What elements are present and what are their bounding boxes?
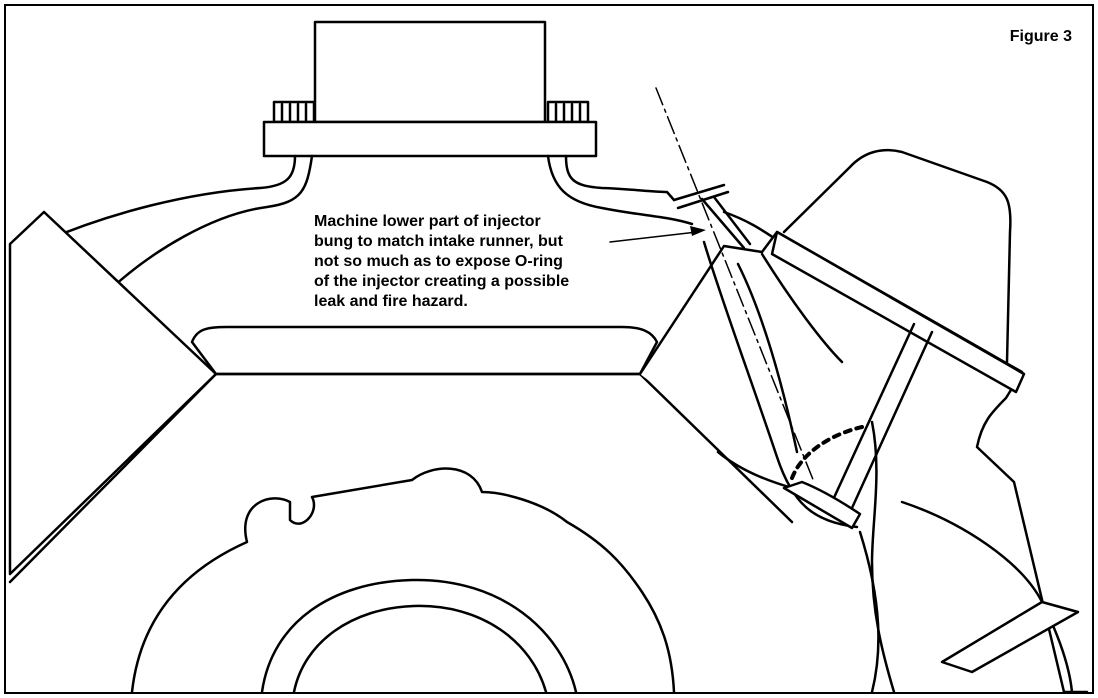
crank-bore-outer: [260, 578, 578, 692]
flange-plate: [262, 120, 598, 158]
injector-callout: Machine lower part of injector bung to m…: [314, 212, 684, 312]
valve-stem-b: [850, 330, 934, 510]
leader-arrowhead: [690, 226, 706, 236]
callout-line: leak and fire hazard.: [314, 293, 468, 310]
injector-bung: [672, 183, 752, 250]
figure-frame: Figure 3 Machine lower part of injector …: [4, 4, 1094, 694]
valve-head: [782, 480, 862, 530]
plenum-inner-wall: [112, 154, 694, 288]
left-head-block: [8, 210, 218, 576]
crank-bore-inner: [292, 604, 548, 692]
exhaust-flange: [940, 600, 1080, 674]
left-bolt: [272, 100, 316, 124]
chamber-curve-1: [870, 420, 896, 692]
plenum-outline: [40, 154, 776, 244]
chamber-curve-2: [900, 500, 1044, 604]
lifter-valley: [190, 325, 659, 376]
right-bolt: [546, 100, 590, 124]
valve-cover-gasket: [770, 230, 1026, 394]
spray-pattern-arc: [790, 425, 864, 480]
intake-runner-top: [760, 252, 844, 364]
callout-line: of the injector creating a possible: [314, 273, 570, 290]
injector-centerline: [655, 87, 815, 483]
figure-label: Figure 3: [1009, 28, 1072, 45]
crankcase-outline: [130, 467, 676, 692]
engine-cross-section-drawing: [8, 20, 1089, 692]
valve-cover: [782, 148, 1012, 364]
intake-runner-floor: [716, 450, 794, 490]
port-wall: [702, 240, 859, 529]
callout-line: Machine lower part of injector: [314, 213, 541, 230]
leader-line: [609, 231, 698, 243]
valve-stem-a: [830, 322, 916, 504]
throttle-body: [313, 20, 547, 124]
callout-line: not so much as to expose O-ring: [314, 253, 563, 270]
callout-line: bung to match intake runner, but: [314, 233, 563, 250]
chamber-curve-3: [858, 530, 880, 692]
